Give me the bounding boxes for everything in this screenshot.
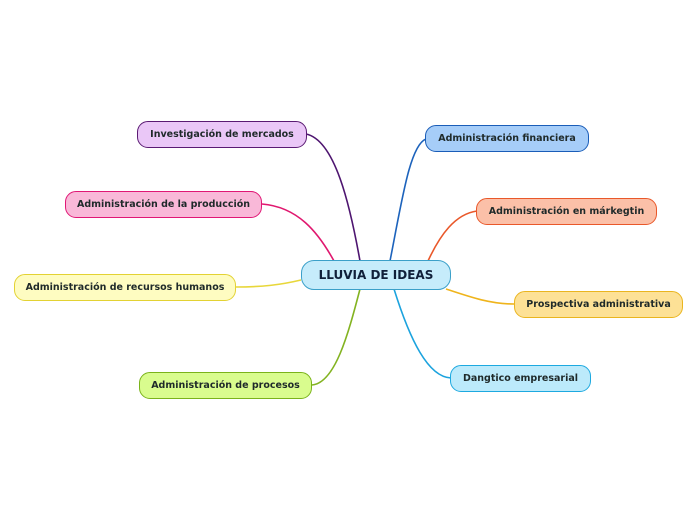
- topic-investigacion-mercados[interactable]: Investigación de mercados: [137, 121, 307, 148]
- topic-administracion-marketing[interactable]: Administración en márkegtin: [476, 198, 657, 225]
- topic-prospectiva-administrativa[interactable]: Prospectiva administrativa: [514, 291, 683, 318]
- topic-administracion-recursos-humanos[interactable]: Administración de recursos humanos: [14, 274, 236, 301]
- topic-administracion-procesos[interactable]: Administración de procesos: [139, 372, 312, 399]
- connector-prospectiva: [445, 288, 515, 305]
- topic-label: Dangtico empresarial: [462, 373, 579, 384]
- connector-procesos: [311, 288, 361, 386]
- connector-produccion: [261, 203, 335, 262]
- central-topic-label: LLUVIA DE IDEAS: [318, 268, 434, 282]
- topic-administracion-produccion[interactable]: Administración de la producción: [65, 191, 262, 218]
- connector-marketing: [427, 210, 478, 262]
- topic-label: Administración financiera: [438, 133, 576, 144]
- topic-label: Administración en márkegtin: [488, 206, 645, 217]
- topic-label: Investigación de mercados: [150, 129, 294, 140]
- connector-rrhh: [235, 279, 302, 288]
- connector-financiera: [389, 138, 427, 262]
- topic-label: Administración de la producción: [76, 199, 250, 210]
- topic-label: Administración de procesos: [151, 380, 300, 391]
- topic-label: Administración de recursos humanos: [25, 282, 225, 293]
- connector-investigacion: [305, 133, 361, 262]
- topic-label: Prospectiva administrativa: [526, 299, 671, 310]
- topic-dangtico-empresarial[interactable]: Dangtico empresarial: [450, 365, 591, 392]
- connector-dangtico: [393, 288, 452, 379]
- central-topic[interactable]: LLUVIA DE IDEAS: [301, 260, 451, 290]
- topic-administracion-financiera[interactable]: Administración financiera: [425, 125, 589, 152]
